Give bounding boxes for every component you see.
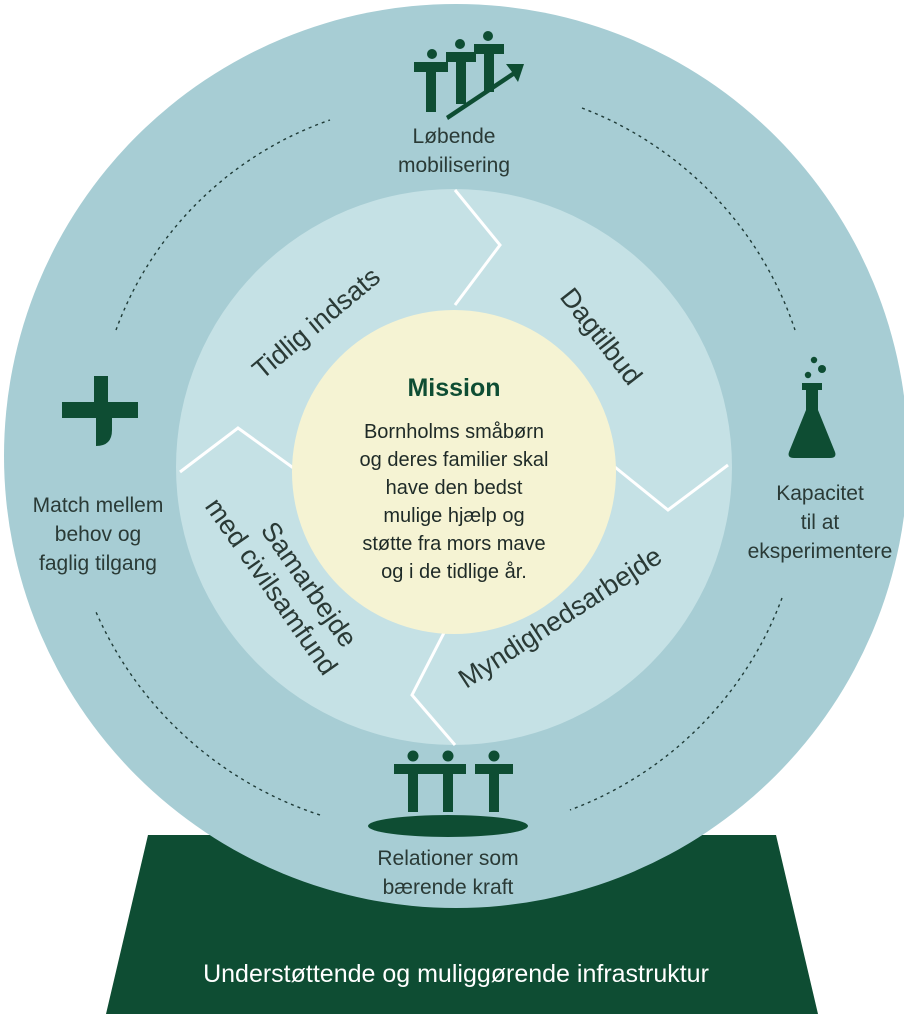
divider-right	[599, 453, 729, 512]
mission-body: Bornholms småbørn og deres familier skal…	[360, 421, 549, 583]
label-kapacitet-1: Kapacitet	[776, 482, 864, 505]
dashed-arcs	[95, 107, 796, 816]
dashed-arc-top-left	[115, 119, 331, 331]
label-match-3: faglig tilgang	[39, 552, 157, 575]
people-arrow-icon	[414, 31, 524, 120]
label-match-2: behov og	[55, 523, 141, 546]
label-kapacitet-2: til at	[801, 511, 840, 534]
mission-circle	[292, 310, 616, 634]
mission-line: støtte fra mors mave	[362, 533, 545, 555]
flask-icon	[788, 356, 836, 458]
base-label: Understøttende og muliggørende infrastru…	[203, 960, 709, 988]
mission-line: have den bedst	[386, 477, 523, 499]
mission-line: Bornholms småbørn	[364, 421, 544, 443]
people-platform-icon	[368, 750, 528, 837]
divider-bottom	[410, 624, 457, 746]
mission-line: mulige hjælp og	[383, 505, 524, 527]
divider-top	[453, 189, 502, 306]
dashed-arc-bottom-left	[95, 611, 321, 816]
mission-line: og i de tidlige år.	[381, 561, 527, 583]
mission-title: Mission	[407, 374, 500, 402]
infrastructure-base	[106, 835, 818, 1014]
mission-line: og deres familier skal	[360, 449, 549, 471]
label-relationer-1: Relationer som	[377, 847, 518, 870]
divider-left	[179, 426, 311, 482]
ring-dividers	[179, 189, 729, 746]
label-lobende-1: Løbende	[413, 125, 496, 148]
dashed-arc-top-right	[581, 107, 796, 331]
dashed-arc-bottom-right	[569, 597, 783, 811]
label-match-1: Match mellem	[33, 494, 164, 517]
cross-icon	[62, 376, 138, 446]
label-kapacitet-3: eksperimentere	[748, 540, 893, 563]
label-lobende-2: mobilisering	[398, 154, 510, 177]
label-relationer-2: bærende kraft	[383, 876, 514, 899]
